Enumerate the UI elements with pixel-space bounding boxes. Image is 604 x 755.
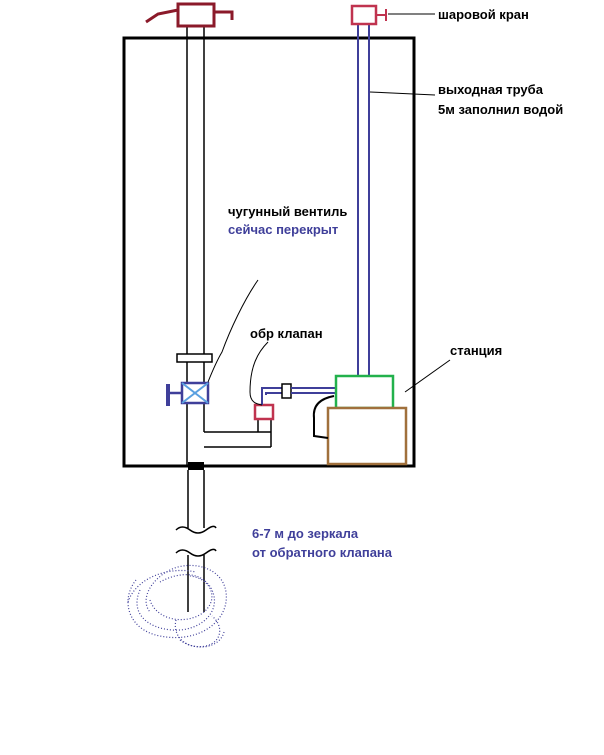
pump-station	[312, 374, 408, 466]
distance-label-line1: 6-7 м до зеркала	[252, 526, 359, 541]
leader-station	[404, 359, 451, 393]
outlet-pipe	[357, 24, 370, 376]
check-valve-label: обр клапан	[250, 326, 323, 341]
wellhead-fitting	[145, 2, 234, 28]
water-mirror-scribble	[127, 564, 227, 648]
pump-tank	[326, 406, 408, 466]
cast-iron-valve	[166, 381, 210, 406]
branch-pipe	[204, 420, 272, 448]
leader-lines	[207, 13, 451, 406]
check-valve	[253, 395, 275, 421]
distance-label-line2: от обратного клапана	[252, 545, 393, 560]
well-pipe	[175, 26, 217, 612]
station-label: станция	[450, 343, 502, 358]
leader-outlet-pipe	[369, 91, 436, 96]
room-outline	[122, 36, 416, 468]
outlet-pipe-note: 5м заполнил водой	[438, 102, 563, 117]
cast-iron-valve-label: чугунный вентиль	[228, 204, 347, 219]
leader-cast-iron-valve	[207, 279, 259, 383]
cast-iron-valve-state: сейчас перекрыт	[228, 222, 338, 237]
leader-check-valve	[249, 341, 269, 406]
ball-valve-label: шаровой кран	[438, 7, 529, 22]
suction-line	[261, 383, 336, 399]
ball-valve	[350, 4, 387, 26]
pump-motor	[334, 374, 395, 410]
outlet-pipe-label: выходная труба	[438, 82, 544, 97]
